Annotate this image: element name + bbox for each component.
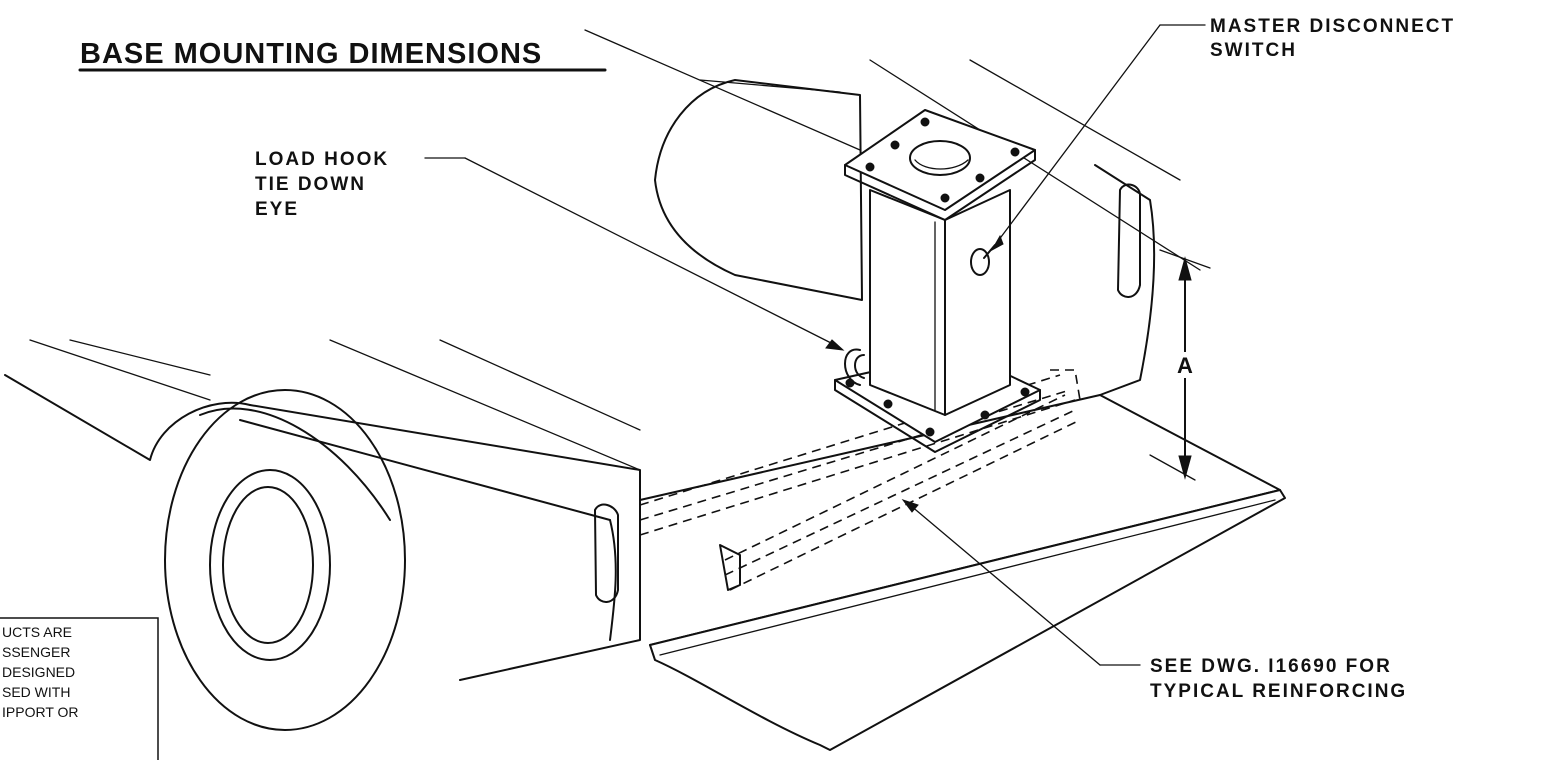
channel-end: [719, 544, 741, 591]
fender-front: [4, 374, 251, 461]
column-left-face: [869, 189, 946, 416]
load-hook-eye: [844, 348, 861, 386]
rear-wheel: [164, 389, 406, 731]
svg-text:SEE DWG. I16690 FOR: SEE DWG. I16690 FOR: [1150, 656, 1392, 677]
svg-text:SWITCH: SWITCH: [1210, 40, 1297, 61]
diagram-title: BASE MOUNTING DIMENSIONS: [80, 38, 542, 70]
callout-reinforcing: SEE DWG. I16690 FOR TYPICAL REINFORCING: [901, 499, 1407, 702]
callout-load-hook: LOAD HOOK TIE DOWN EYE: [255, 149, 845, 351]
right-taillight: [1117, 183, 1141, 298]
dimension-a: A: [1149, 249, 1211, 481]
top-plate-hole: [909, 140, 971, 176]
svg-text:UCTS ARE: UCTS ARE: [2, 624, 72, 640]
svg-text:SED WITH: SED WITH: [2, 684, 70, 700]
svg-text:TYPICAL REINFORCING: TYPICAL REINFORCING: [1150, 681, 1407, 702]
cab-roof: [654, 79, 863, 301]
callout-master-disconnect: MASTER DISCONNECT SWITCH: [990, 16, 1455, 252]
column-right-face: [944, 189, 1011, 416]
left-taillight: [594, 503, 619, 603]
disconnect-switch-knob: [970, 248, 990, 276]
svg-text:MASTER DISCONNECT: MASTER DISCONNECT: [1210, 16, 1455, 37]
svg-text:IPPORT OR: IPPORT OR: [2, 704, 79, 720]
svg-text:LOAD HOOK: LOAD HOOK: [255, 149, 389, 170]
svg-text:DESIGNED: DESIGNED: [2, 664, 75, 680]
svg-text:TIE DOWN: TIE DOWN: [255, 174, 366, 195]
tailgate: [649, 489, 1286, 751]
mount-column: [834, 109, 1041, 453]
dimension-label: A: [1177, 353, 1193, 378]
svg-text:SSENGER: SSENGER: [2, 644, 70, 660]
truck-outline: [4, 29, 1286, 751]
note-box: UCTS ARE SSENGER DESIGNED SED WITH IPPOR…: [0, 617, 159, 760]
svg-text:EYE: EYE: [255, 199, 299, 220]
